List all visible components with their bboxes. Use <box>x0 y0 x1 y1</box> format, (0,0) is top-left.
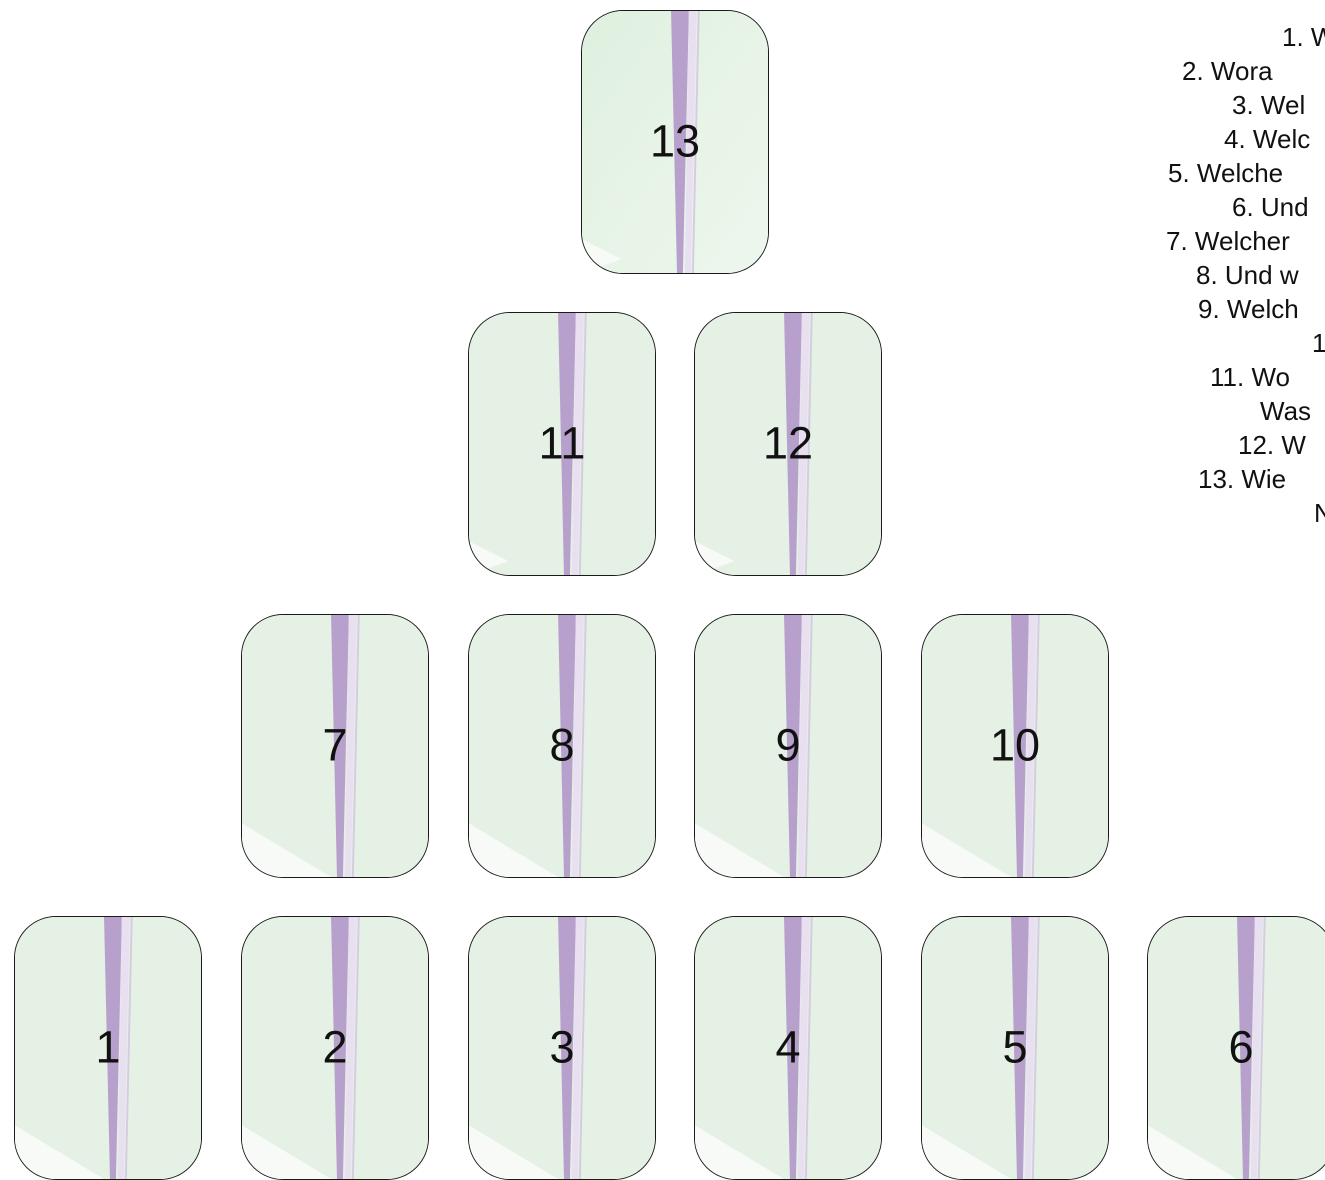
card-number: 3 <box>469 1025 655 1070</box>
card-3[interactable]: 3 <box>468 916 656 1180</box>
card-number: 2 <box>242 1025 428 1070</box>
question-item: 3. Wel <box>1160 88 1325 122</box>
question-item: 8. Und w <box>1160 258 1325 292</box>
card-6[interactable]: 6 <box>1147 916 1325 1180</box>
question-item: 9. Welch <box>1160 292 1325 326</box>
card-number: 4 <box>695 1025 881 1070</box>
card-number: 13 <box>582 119 768 164</box>
card-10[interactable]: 10 <box>921 614 1109 878</box>
question-item: Was <box>1160 394 1325 428</box>
card-number: 9 <box>695 723 881 768</box>
question-item: 12. W <box>1160 428 1325 462</box>
question-item: 7. Welcher <box>1160 224 1325 258</box>
card-9[interactable]: 9 <box>694 614 882 878</box>
card-4[interactable]: 4 <box>694 916 882 1180</box>
question-item: 6. Und <box>1160 190 1325 224</box>
card-number: 8 <box>469 723 655 768</box>
card-number: 11 <box>469 421 655 466</box>
card-12[interactable]: 12 <box>694 312 882 576</box>
question-item: 4. Welc <box>1160 122 1325 156</box>
card-number: 7 <box>242 723 428 768</box>
question-item: 2. Wora <box>1160 54 1325 88</box>
card-number: 10 <box>922 723 1108 768</box>
question-item: 5. Welche <box>1160 156 1325 190</box>
card-2[interactable]: 2 <box>241 916 429 1180</box>
card-number: 12 <box>695 421 881 466</box>
question-list: 1. W 2. Wora 3. Wel 4. Welc 5. Welche 6.… <box>1160 20 1325 530</box>
question-item: N <box>1160 496 1325 530</box>
card-13[interactable]: 13 <box>581 10 769 274</box>
card-7[interactable]: 7 <box>241 614 429 878</box>
question-item: 11. Wo <box>1160 360 1325 394</box>
card-5[interactable]: 5 <box>921 916 1109 1180</box>
card-number: 1 <box>15 1025 201 1070</box>
card-1[interactable]: 1 <box>14 916 202 1180</box>
question-item: 13. Wie <box>1160 462 1325 496</box>
card-number: 6 <box>1148 1025 1325 1070</box>
card-8[interactable]: 8 <box>468 614 656 878</box>
question-item: 1 <box>1160 326 1325 360</box>
card-number: 5 <box>922 1025 1108 1070</box>
question-item: 1. W <box>1160 20 1325 54</box>
card-11[interactable]: 11 <box>468 312 656 576</box>
